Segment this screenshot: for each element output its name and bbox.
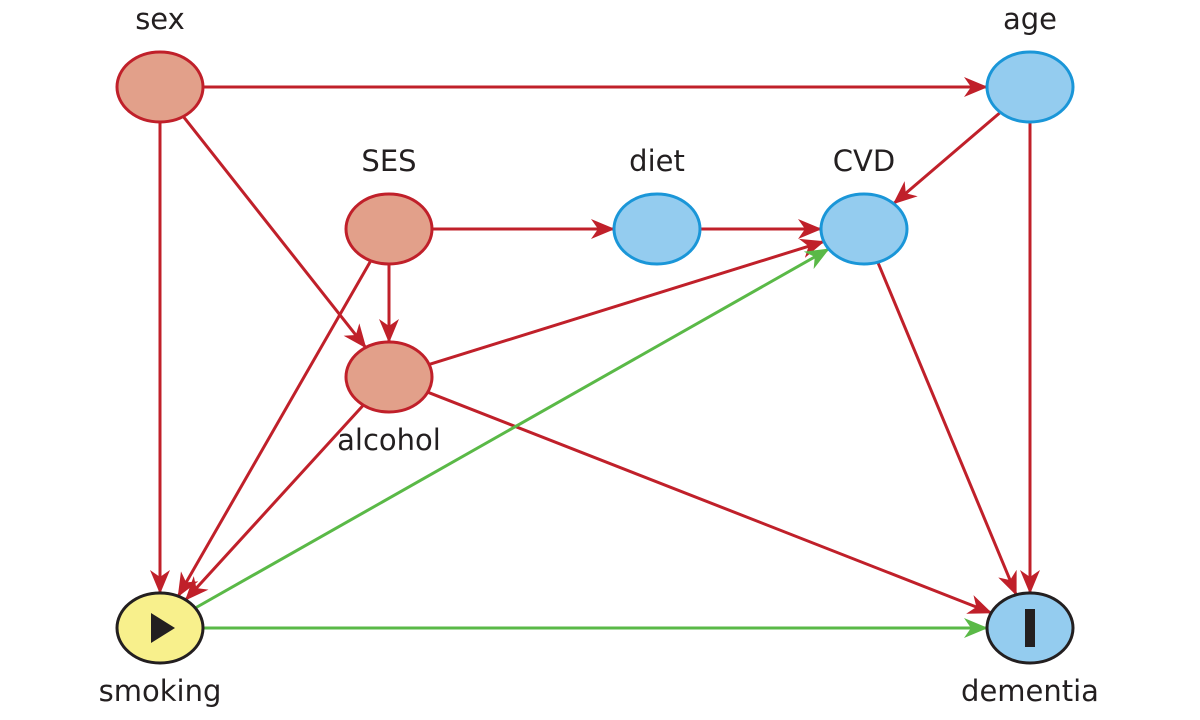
bar-icon <box>1025 609 1035 647</box>
edge-age-to-cvd <box>892 111 1002 205</box>
edge-sex-to-alcohol <box>182 115 367 349</box>
node-ses: SES <box>344 144 434 266</box>
node-age: age <box>985 2 1075 124</box>
edge-alcohol-to-smoking <box>184 404 365 601</box>
node-dementia-label: dementia <box>961 674 1099 708</box>
node-diet-ellipse <box>612 192 702 266</box>
node-age-label: age <box>1003 2 1057 36</box>
edges-layer <box>150 77 1040 638</box>
node-sex-ellipse <box>115 50 205 124</box>
node-ses-label: SES <box>361 144 416 178</box>
edge-alcohol-to-dementia <box>427 390 993 614</box>
edge-cvd-to-dementia <box>876 261 1018 596</box>
node-diet: diet <box>612 144 702 266</box>
node-cvd-label: CVD <box>833 144 895 178</box>
node-age-ellipse <box>985 50 1075 124</box>
node-sex-label: sex <box>135 2 185 36</box>
node-diet-label: diet <box>629 144 685 178</box>
node-dementia: dementia <box>961 591 1099 708</box>
play-icon <box>151 613 175 643</box>
edge-ses-to-smoking <box>177 259 373 598</box>
node-smoking: smoking <box>99 591 222 708</box>
edge-alcohol-to-cvd <box>428 238 825 366</box>
edge-smoking-to-cvd <box>194 248 830 610</box>
node-sex: sex <box>115 2 205 124</box>
node-alcohol: alcohol <box>337 340 441 457</box>
node-cvd: CVD <box>819 144 909 266</box>
node-ses-ellipse <box>344 192 434 266</box>
node-smoking-label: smoking <box>99 674 222 708</box>
node-alcohol-ellipse <box>344 340 434 414</box>
node-cvd-ellipse <box>819 192 909 266</box>
node-alcohol-label: alcohol <box>337 423 441 457</box>
